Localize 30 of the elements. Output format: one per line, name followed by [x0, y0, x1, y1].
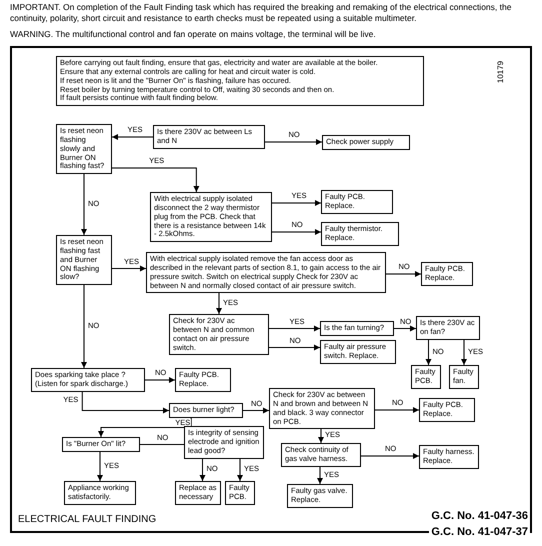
- warning-text: WARNING. The multifunctional control and fan operate on mains voltage, the terminal will be live.: [10, 29, 377, 40]
- arrow: [237, 458, 243, 482]
- arrow: [426, 340, 432, 366]
- arrow: [200, 458, 206, 482]
- arrow: [112, 168, 200, 192]
- arrow: [386, 271, 422, 277]
- arrow: [112, 266, 146, 272]
- arrow: [374, 407, 420, 413]
- arrow: [394, 326, 416, 332]
- note-text: IMPORTANT. On completion of the Fault Finding task which has required the breaking and remaking of the electrical connections, the continuity, polarity, short circuit and resistance to earth checks must be repeated using a suitable multimeter.: [10, 2, 512, 24]
- caption-text: ELECTRICAL FAULT FINDING: [18, 513, 156, 527]
- arrow: [318, 428, 324, 444]
- arrow: [272, 229, 322, 235]
- arrow: [360, 453, 420, 459]
- arrow: [268, 344, 320, 350]
- arrow: [216, 292, 222, 314]
- arrow: [144, 377, 176, 383]
- arrow: [242, 408, 270, 414]
- arrow: [81, 174, 87, 236]
- arrow: [272, 200, 322, 206]
- arrow: [81, 284, 87, 368]
- arrow: [97, 452, 103, 482]
- arrow: [82, 392, 170, 414]
- arrow: [461, 340, 467, 366]
- arrow: [112, 134, 154, 140]
- arrow: [98, 418, 192, 438]
- arrow: [317, 466, 323, 484]
- arrow: [264, 139, 322, 145]
- arrow: [268, 326, 320, 332]
- figure-number: 10179: [495, 60, 506, 84]
